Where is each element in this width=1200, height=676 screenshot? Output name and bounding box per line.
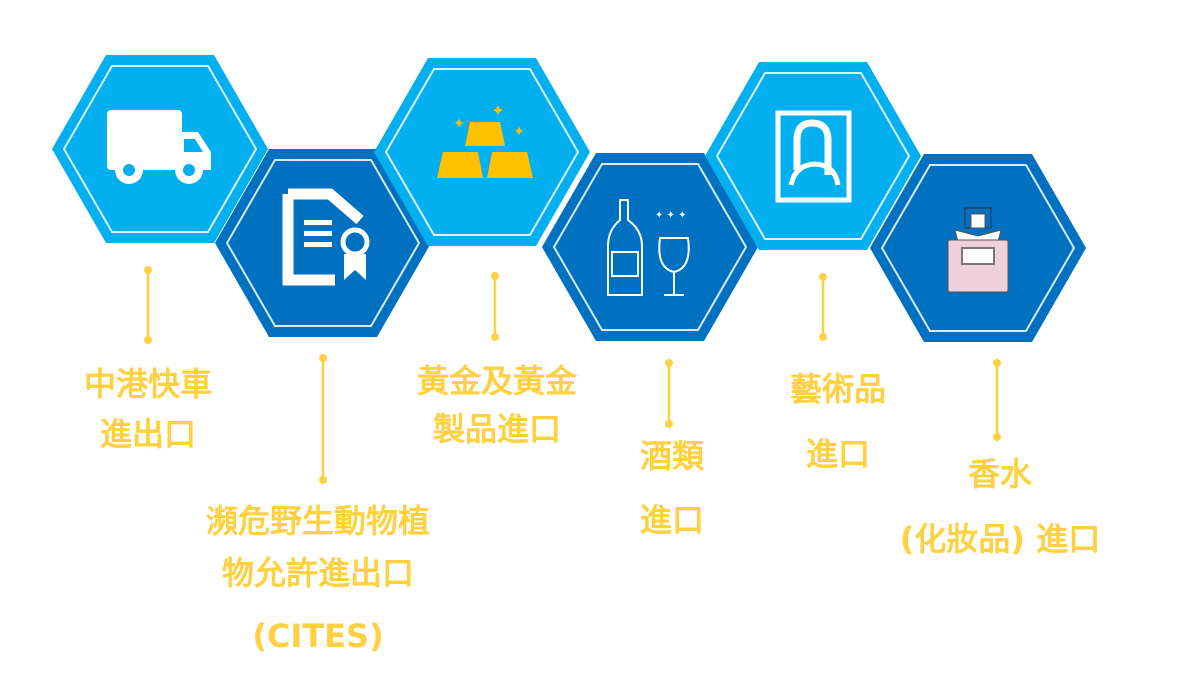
svg-text:✦: ✦ <box>491 101 504 120</box>
hexagon-inner-border <box>384 68 580 236</box>
category-label-line: 中港快車 <box>83 365 213 403</box>
category-label-line: 藝術品 <box>789 370 887 408</box>
svg-text:✦: ✦ <box>453 116 465 132</box>
portrait-icon <box>775 110 852 203</box>
category-label-line: 進口 <box>805 435 871 473</box>
connector-line <box>993 359 1001 441</box>
hexagon-fill <box>705 62 921 250</box>
wine-icon: ✦ ✦ ✦ <box>607 199 690 296</box>
perfume-icon <box>947 207 1009 293</box>
category-label-line: 物允許進出口 <box>221 554 415 592</box>
connector-line <box>144 266 152 344</box>
connector-line <box>491 272 499 341</box>
svg-text:✦ ✦ ✦: ✦ ✦ ✦ <box>655 210 687 221</box>
connector-line <box>665 359 673 428</box>
certificate-icon <box>282 188 370 286</box>
hexagon-fill <box>374 58 590 246</box>
hexagon-4 <box>542 153 758 341</box>
hexagon-inner-border <box>225 159 421 327</box>
hexagon-5 <box>705 62 921 250</box>
category-label-line: (化妝品) 進口 <box>899 520 1101 558</box>
hexagon-inner-border <box>880 164 1076 332</box>
hexagon-3 <box>374 58 590 246</box>
category-label-line: 進口 <box>639 501 705 539</box>
category-label-line: 香水 <box>967 455 1033 493</box>
category-label-line: 瀕危野生動物植 <box>205 502 431 540</box>
svg-text:✦: ✦ <box>513 124 525 140</box>
gold-bars-icon: ✦ ✦ ✦ <box>437 101 533 178</box>
category-label-line: 進出口 <box>99 415 197 453</box>
category-label-line: 製品進口 <box>432 410 562 448</box>
category-label-line: (CITES) <box>252 617 384 655</box>
connector-line <box>319 354 327 484</box>
truck-icon <box>107 110 211 184</box>
hexagon-inner-border <box>715 72 911 240</box>
connector-line <box>819 273 827 341</box>
category-label-line: 酒類 <box>639 437 705 475</box>
hexagon-inner-border <box>62 65 258 233</box>
category-label-line: 黃金及黃金 <box>416 362 578 400</box>
hexagon-fill <box>542 153 758 341</box>
hexagon-inner-border <box>552 163 748 331</box>
